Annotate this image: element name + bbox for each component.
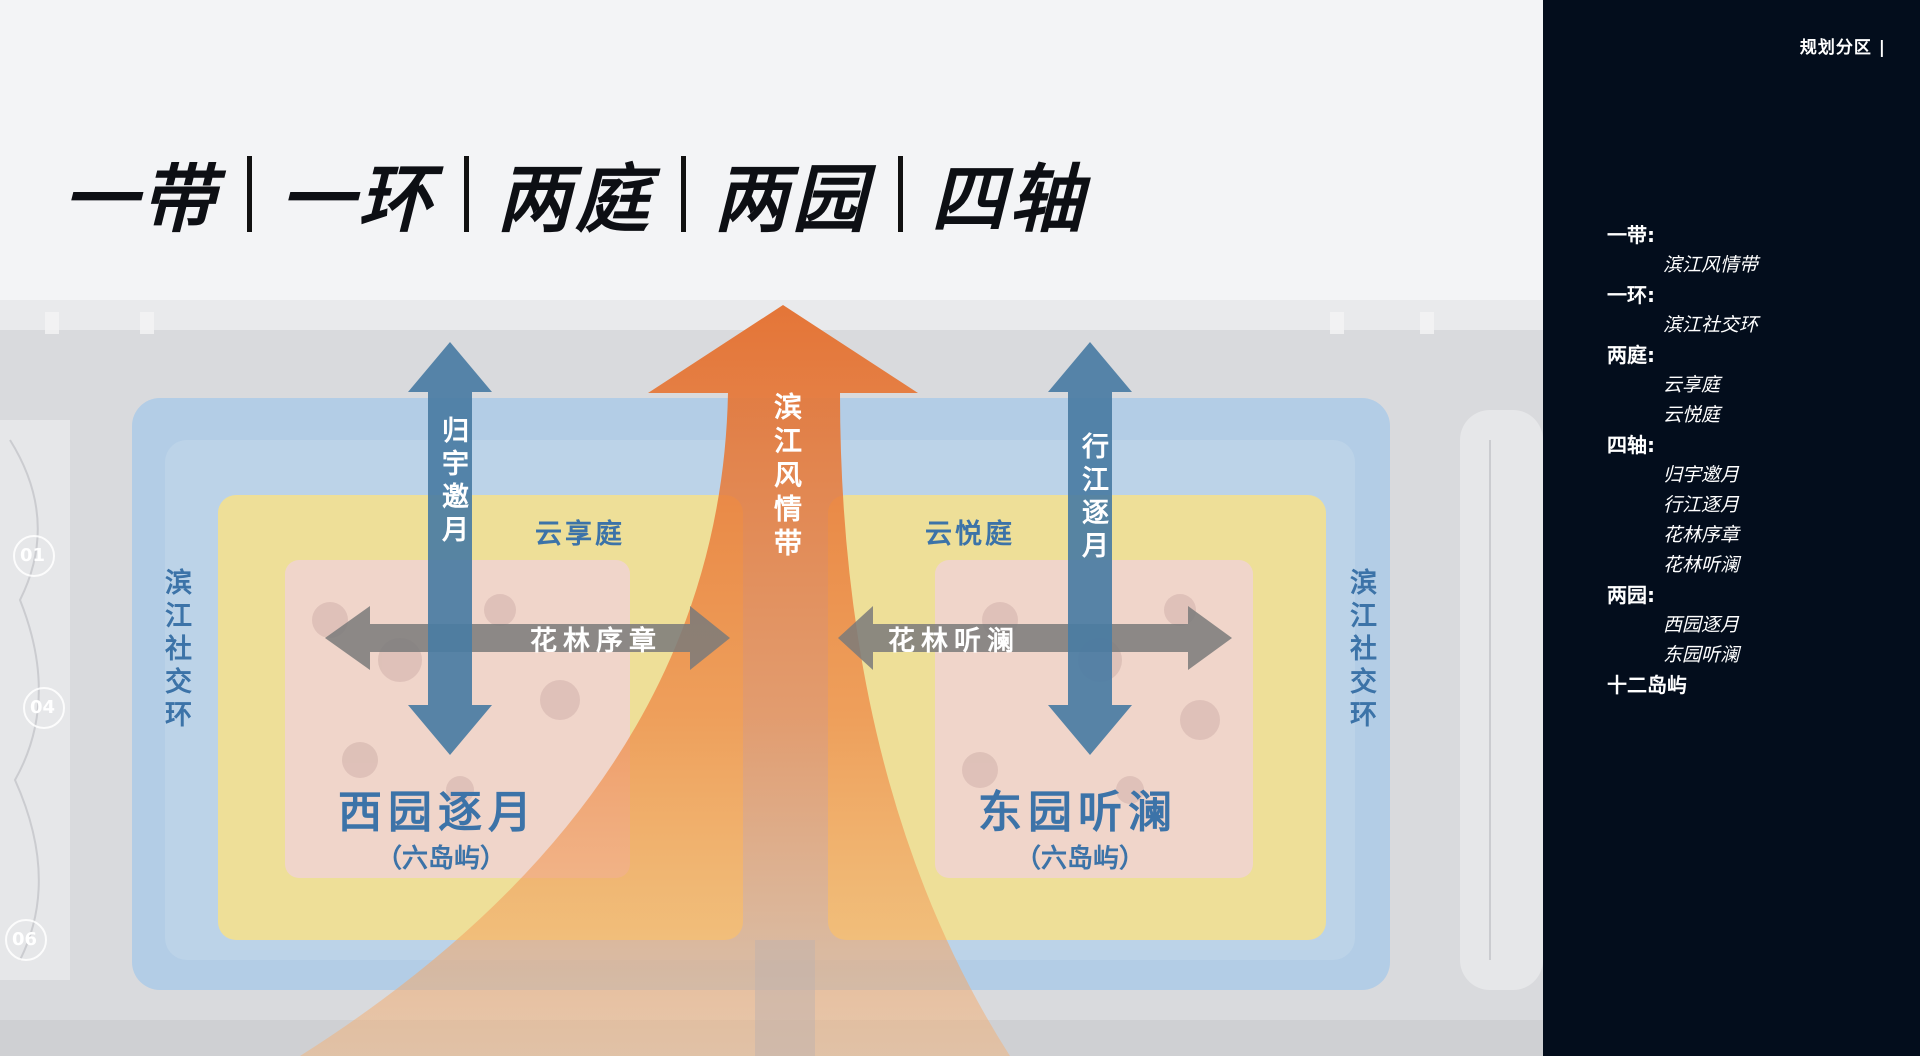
legend-item: 行江逐月 [1663,494,1740,516]
title-word-3: 两庭 [497,157,653,243]
title-word-5: 四轴 [931,157,1087,243]
legend-panel: 规划分区 | 一带: 滨江风情带一环: 滨江社交环两庭: 云享庭云悦庭四轴: 归宇邀月行… [1543,0,1920,1056]
legend-group-heading: 一带: [1607,223,1655,247]
legend-item: 滨江风情带 [1663,254,1759,276]
right-ring-label: 滨江社交环 [1345,568,1376,733]
marker-06: 06 [12,929,38,950]
legend-item: 花林听澜 [1663,554,1740,576]
legend-group-heading: 两园: [1607,583,1655,607]
axis-right-horizontal-arrow [838,606,1232,670]
court-right-label: 云悦庭 [925,519,1015,550]
legend-item: 云悦庭 [1663,404,1721,426]
court-left-label: 云享庭 [535,519,625,550]
central-band-label: 滨江风情带 [770,392,803,562]
title-separator [247,155,252,232]
legend-item: 云享庭 [1663,374,1721,396]
title-separator [898,155,903,232]
garden-east-sub: （六岛屿） [1015,844,1146,874]
axis-left-horizontal-label: 花林序章 [530,626,662,657]
garden-west-sub: （六岛屿） [376,844,507,874]
legend-item: 西园逐月 [1663,614,1740,636]
axis-left-vertical-label: 归宇邀月 [437,416,468,548]
title-separator [681,155,686,232]
marker-04: 04 [30,697,56,718]
title-word-1: 一带 [63,157,219,243]
title-word-4: 两园 [714,157,870,243]
garden-east-label: 东园听澜 [978,787,1178,838]
legend-group-heading: 两庭: [1607,343,1655,367]
legend-group-heading: 十二岛屿 [1607,673,1687,697]
legend-item: 归宇邀月 [1663,464,1740,486]
axis-left-vertical-arrow [408,342,492,755]
legend-item: 花林序章 [1663,524,1740,546]
site-plan-diagram: 01 04 06 一带 一环 两庭 两园 四轴 滨江风情带 滨江社交环 滨江社交… [0,140,1543,1056]
garden-west-label: 西园逐月 [338,787,538,838]
marker-01: 01 [20,545,46,566]
title-separator [464,155,469,232]
site-plan-drawing [0,300,1543,1056]
legend-item: 滨江社交环 [1663,314,1759,336]
legend-group-heading: 四轴: [1607,433,1655,457]
axis-right-horizontal-label: 花林听澜 [888,626,1020,657]
legend-item: 东园听澜 [1663,644,1740,666]
page-title: 一带 一环 两庭 两园 四轴 [35,140,1115,247]
axis-right-vertical-label: 行江逐月 [1077,432,1108,564]
riverside-band-arrow [300,305,1010,1056]
section-label: 规划分区 | [1799,38,1886,58]
axis-right-vertical-arrow [1048,342,1132,755]
legend-group-heading: 一环: [1607,283,1655,307]
axis-left-horizontal-arrow [325,606,730,670]
title-word-2: 一环 [280,157,436,243]
legend-list: 一带: 滨江风情带一环: 滨江社交环两庭: 云享庭云悦庭四轴: 归宇邀月行江逐月花林序章… [1607,220,1758,700]
left-ring-label: 滨江社交环 [160,568,191,733]
